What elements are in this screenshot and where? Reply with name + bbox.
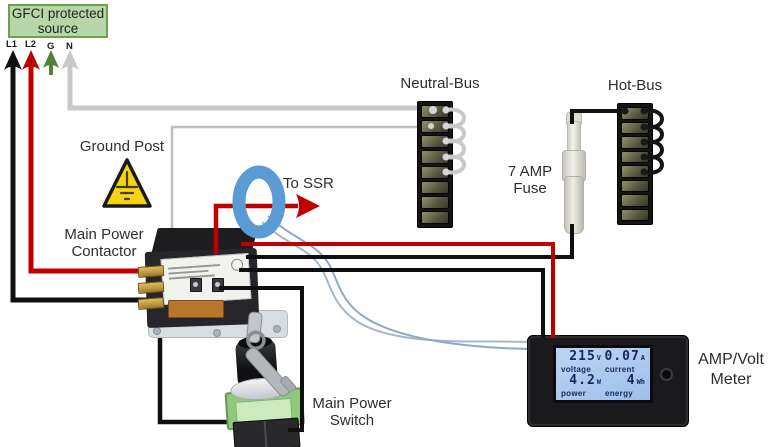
- arrowhead-G: [43, 50, 59, 68]
- meter-button: [660, 368, 673, 381]
- energy-label: energy: [605, 389, 634, 398]
- arrowhead-L1: [4, 50, 22, 70]
- meter-label-line1: AMP/Volt: [698, 351, 764, 368]
- ssr-arrowhead: [296, 194, 320, 218]
- ground-post-label: Ground Post: [79, 138, 165, 155]
- gfci-source-label-line1: GFCI protected: [11, 6, 105, 21]
- switch-label-line2: Switch: [329, 412, 375, 429]
- fuse-label-line1: 7 AMP: [507, 163, 553, 180]
- hot-bus-jumpers: [643, 108, 664, 175]
- energy-value: 4: [626, 374, 636, 388]
- wire-to-ssr: [213, 203, 298, 254]
- voltage-label: voltage: [561, 365, 592, 374]
- wire-N: [67, 62, 426, 111]
- hot-bus-terminal-strip: [617, 103, 653, 225]
- wire-L1: [10, 62, 164, 303]
- meter-label: AMP/Volt Meter: [694, 350, 768, 390]
- to-ssr-label: To SSR: [283, 175, 334, 192]
- arrowhead-L2: [22, 50, 40, 70]
- energy-unit: Wh: [636, 378, 645, 386]
- power-unit: W: [596, 378, 601, 386]
- arrowhead-N: [61, 50, 79, 70]
- ground-warning-triangle-icon: [102, 158, 152, 208]
- wire-ground-post: [170, 125, 424, 240]
- conductor-label-G: G: [47, 41, 55, 52]
- switch-label-line1: Main Power: [312, 395, 392, 412]
- current-value: 0.07: [604, 350, 640, 364]
- contactor-coil-terminal-1: [190, 278, 202, 292]
- conductor-label-L2: L2: [25, 39, 37, 50]
- wire-contactor-to-meter-red: [241, 242, 555, 338]
- wire-contactor-to-fuse: [246, 224, 574, 259]
- main-power-key-switch: [210, 311, 313, 447]
- contactor-label-line2: Contactor: [71, 243, 137, 260]
- wire-contactor-to-switch: [157, 298, 252, 425]
- neutral-bus-label: Neutral-Bus: [400, 75, 480, 92]
- contactor-label-line1: Main Power: [64, 226, 144, 243]
- conductor-label-L1: L1: [6, 39, 18, 50]
- power-value: 4.2: [569, 374, 596, 388]
- meter-label-line2: Meter: [710, 371, 752, 388]
- wire-L2: [28, 62, 152, 274]
- wire-fuse-to-hotbus: [570, 109, 622, 124]
- fuse-label: 7 AMP Fuse: [494, 163, 566, 197]
- neutral-bus-jumpers: [445, 107, 466, 175]
- hot-bus-label: Hot-Bus: [607, 77, 663, 94]
- contactor-coil: [168, 300, 224, 318]
- gfci-source-box: GFCI protected source: [8, 4, 108, 38]
- voltage-value: 215: [569, 350, 596, 364]
- main-power-contactor: [137, 226, 290, 338]
- current-label: current: [605, 365, 635, 374]
- wire-ct-lead-2: [267, 215, 532, 350]
- current-unit: A: [640, 354, 645, 362]
- keys-icon: [245, 311, 297, 397]
- contactor-label: Main Power Contactor: [52, 226, 156, 260]
- gfci-source-label-line2: source: [37, 21, 79, 36]
- switch-label: Main Power Switch: [302, 395, 402, 429]
- conductor-label-N: N: [66, 41, 73, 52]
- wire-contactor-to-meter-black: [239, 268, 545, 338]
- wire-coil-to-switch: [219, 286, 304, 432]
- voltage-unit: V: [596, 354, 601, 362]
- fuse-label-line2: Fuse: [513, 180, 547, 197]
- current-transformer-ring: [232, 165, 286, 239]
- wire-ct-lead-1: [261, 221, 532, 343]
- power-label: power: [561, 389, 587, 398]
